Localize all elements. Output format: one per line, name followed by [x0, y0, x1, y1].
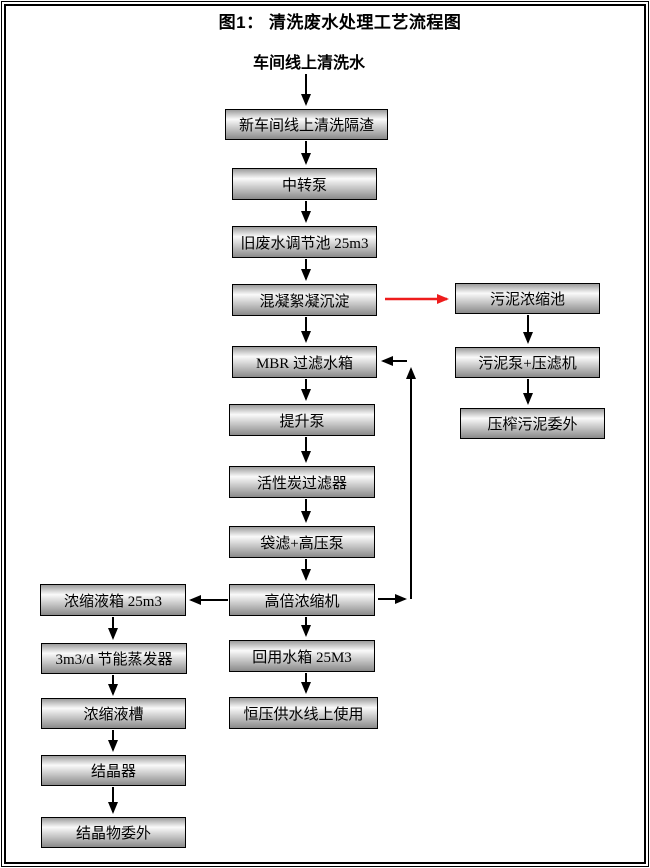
node-crystallizer: 结晶器 [41, 755, 186, 786]
node-coagulation-flocculation-sedimentation: 混凝絮凝沉淀 [232, 284, 377, 316]
node-activated-carbon-filter: 活性炭过滤器 [229, 466, 375, 498]
flow-source-label: 车间线上清洗水 [253, 55, 366, 72]
node-mbr-filter-tank: MBR 过滤水箱 [232, 346, 377, 378]
node-high-rate-concentrator: 高倍浓缩机 [229, 584, 375, 616]
node-sludge-pump-filter-press: 污泥泵+压滤机 [455, 347, 600, 378]
node-concentrate-tank: 浓缩液箱 25m3 [40, 584, 186, 616]
node-transfer-pump: 中转泵 [232, 168, 377, 200]
recycle-loop-arrows [378, 356, 416, 604]
node-crystals-outsourced: 结晶物委外 [41, 817, 186, 848]
node-lift-pump: 提升泵 [229, 404, 375, 436]
node-reuse-water-tank: 回用水箱 25M3 [229, 640, 375, 672]
node-new-line-wash-screening: 新车间线上清洗隔渣 [225, 109, 388, 140]
node-concentrate-trough: 浓缩液槽 [41, 698, 186, 729]
figure-title: 图1： 清洗废水处理工艺流程图 [218, 13, 462, 32]
node-old-wastewater-regulating-tank: 旧废水调节池 25m3 [232, 226, 377, 258]
node-pressed-sludge-outsourced: 压榨污泥委外 [460, 408, 605, 439]
node-energy-saving-evaporator: 3m3/d 节能蒸发器 [41, 643, 187, 674]
node-constant-pressure-line-supply: 恒压供水线上使用 [229, 697, 378, 729]
node-sludge-thickening-tank: 污泥浓缩池 [455, 283, 600, 314]
node-bag-filter-high-pressure-pump: 袋滤+高压泵 [229, 526, 375, 558]
